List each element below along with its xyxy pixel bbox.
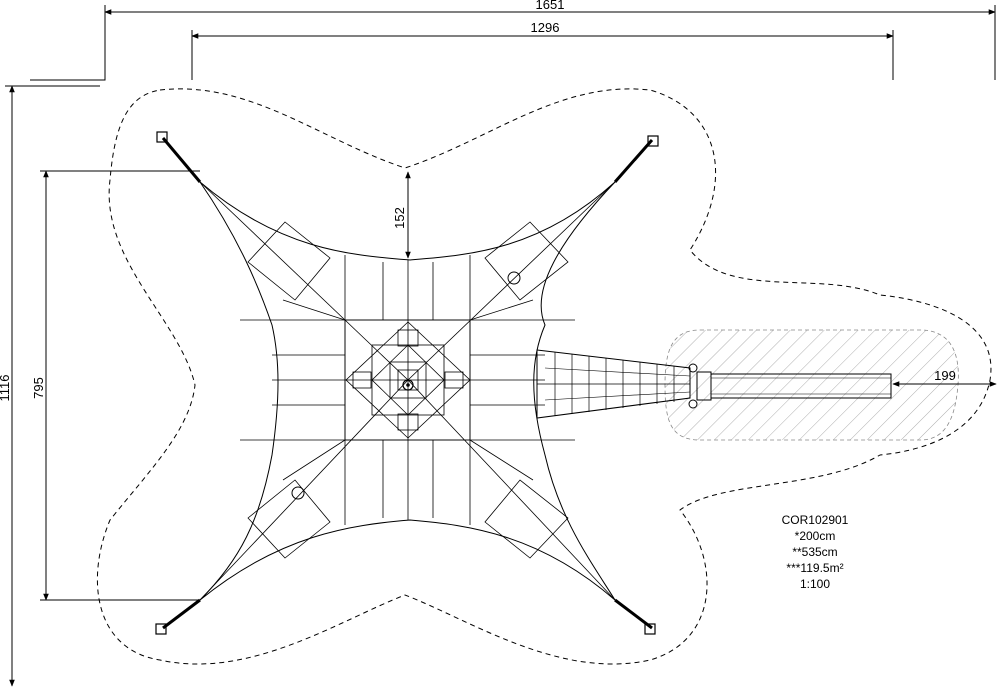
span-note: **535cm [792, 545, 837, 559]
product-code: COR102901 [782, 513, 849, 527]
slide [688, 363, 892, 409]
dim-slide-gap: 199 [934, 368, 956, 383]
dim-center-gap: 152 [392, 207, 407, 229]
dim-inner-width: 1296 [531, 20, 560, 35]
scale-note: 1:100 [800, 577, 830, 591]
dim-overall-width: 1651 [536, 0, 565, 12]
dimension-lines [5, 5, 997, 687]
safety-zone-outline [96, 88, 992, 665]
slide-zone-hatched [664, 329, 959, 441]
net-bridge [536, 349, 691, 419]
dim-inner-height: 795 [31, 377, 46, 399]
anchor-posts [155, 131, 659, 635]
product-info-block: COR102901 *200cm **535cm ***119.5m² 1:10… [782, 513, 849, 591]
spider-net-structure [199, 181, 616, 601]
dim-overall-height: 1116 [0, 375, 12, 402]
height-note: *200cm [795, 529, 836, 543]
area-note: ***119.5m² [786, 561, 843, 575]
